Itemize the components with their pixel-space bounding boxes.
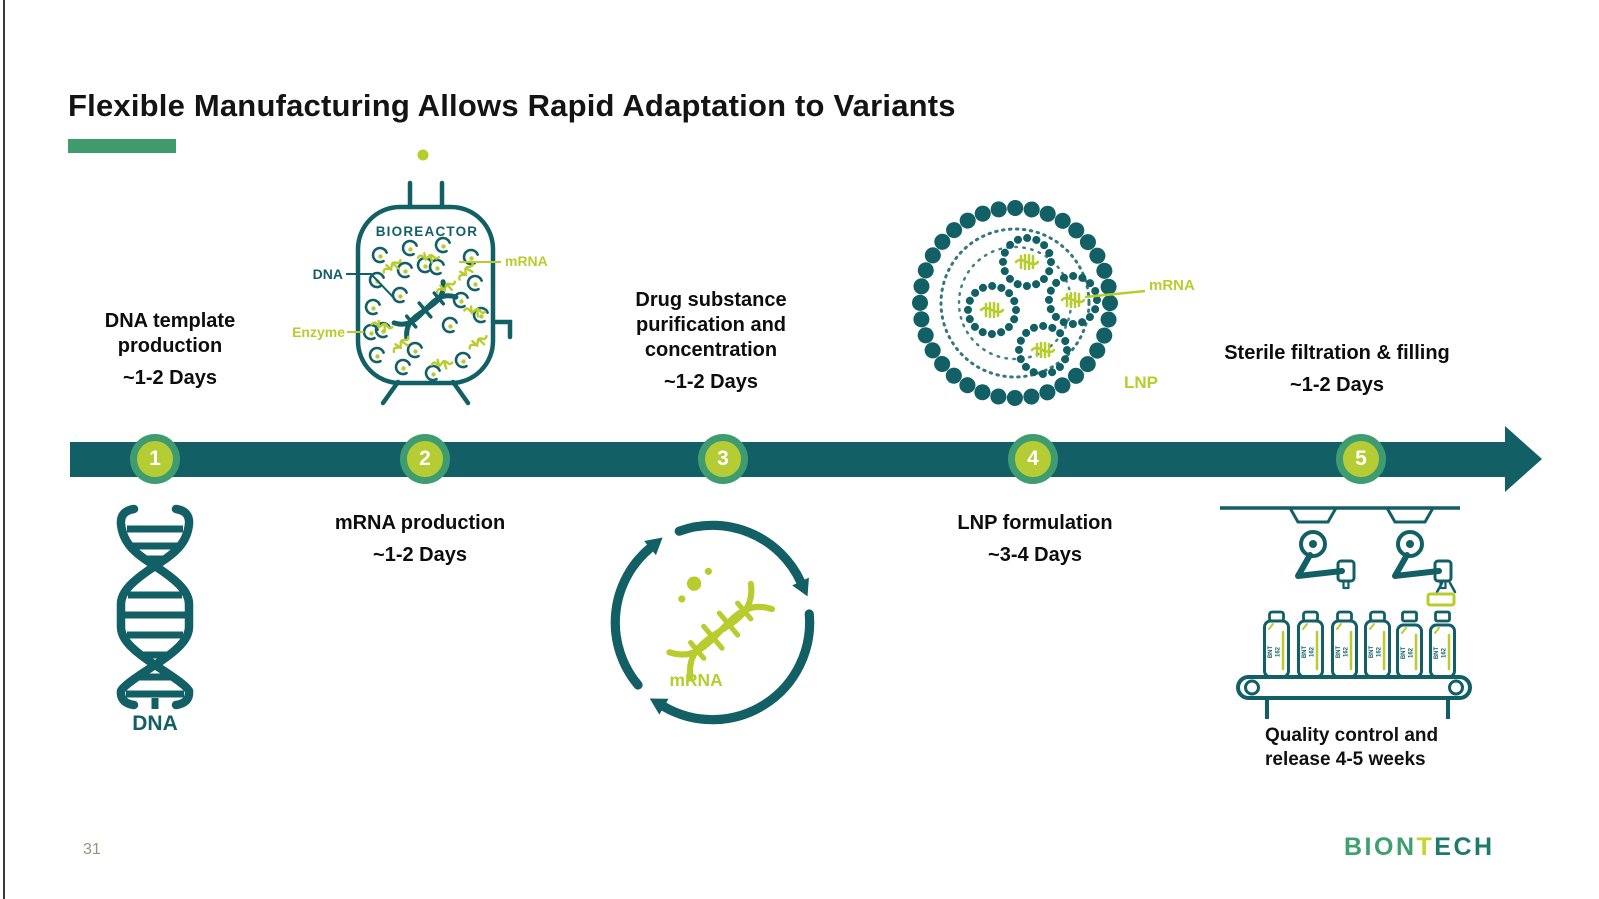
lime-cap (1426, 592, 1456, 607)
cycle-mrna-strand (666, 580, 776, 681)
bioreactor-icon: BIOREACTOR DNA Enzyme m (292, 149, 548, 406)
dna-icon-label: DNA (132, 712, 178, 735)
logo-part-teal: ECH (1434, 833, 1495, 861)
caption-duration: ~1-2 Days (123, 367, 217, 389)
step-3-caption: Drug substance purification and concentr… (581, 288, 841, 395)
timeline-bar (70, 442, 1506, 477)
gripper-claw (1435, 581, 1457, 594)
step-marker-5: 5 (1336, 434, 1386, 484)
step-5-caption: Sterile filtration & filling ~1-2 Days (1177, 341, 1497, 398)
caption-line: mRNA production (334, 512, 506, 534)
bioreactor-enzyme-label: Enzyme (292, 324, 345, 340)
step-number: 1 (149, 447, 161, 470)
step-number: 4 (1027, 447, 1039, 470)
robot-arm-2 (1387, 508, 1451, 588)
caption-duration: ~1-2 Days (373, 544, 467, 566)
dna-helix-icon (116, 504, 194, 710)
step-2-caption: mRNA production ~1-2 Days (290, 511, 550, 568)
step-marker-1: 1 (130, 434, 180, 484)
conveyor-belt (1236, 675, 1472, 719)
caption-line: production (117, 335, 223, 357)
mrna-cycle-icon: mRNA (610, 520, 815, 725)
lnp-inner-vesicles (968, 238, 1097, 374)
caption-line: release 4-5 weeks (1265, 749, 1426, 770)
step-number: 3 (717, 447, 729, 470)
robot-arm-1 (1290, 508, 1354, 588)
biontech-logo: BIONTECH (1344, 833, 1495, 862)
caption-line: purification and (636, 314, 786, 336)
vial-row (1263, 610, 1456, 679)
step-1-caption: DNA template production ~1-2 Days (55, 309, 285, 391)
bioreactor-dna-label: DNA (313, 266, 343, 282)
logo-part-green: BION (1344, 833, 1417, 861)
cycle-arrowheads (644, 537, 809, 715)
left-edge-rule (3, 0, 5, 899)
step-4-caption: LNP formulation ~3-4 Days (905, 511, 1165, 568)
cycle-mrna-label: mRNA (670, 670, 724, 690)
page-number: 31 (83, 841, 101, 858)
caption-line: LNP formulation (957, 512, 1113, 534)
caption-line: Quality control and (1265, 725, 1439, 746)
caption-line: DNA template (104, 310, 236, 332)
filling-line-icon: BNT 162 BNT 162 (1220, 495, 1472, 719)
lnp-label: LNP (1124, 373, 1158, 392)
title-accent-bar (68, 139, 176, 153)
caption-line: Drug substance (635, 289, 787, 311)
caption-line: concentration (644, 339, 778, 361)
caption-duration: ~1-2 Days (1290, 374, 1384, 396)
vent-dot (417, 149, 429, 161)
step-number: 2 (419, 447, 431, 470)
bioreactor-mrna-label: mRNA (505, 253, 548, 269)
caption-line: Sterile filtration & filling (1224, 342, 1450, 364)
step-number: 5 (1355, 447, 1367, 470)
caption-duration: ~3-4 Days (988, 544, 1082, 566)
lnp-icon: mRNA LNP (912, 200, 1195, 406)
step-marker-4: 4 (1008, 434, 1058, 484)
bioreactor-title: BIOREACTOR (376, 224, 479, 239)
page-title: Flexible Manufacturing Allows Rapid Adap… (68, 88, 956, 123)
caption-duration: ~1-2 Days (664, 371, 758, 393)
step-marker-3: 3 (698, 434, 748, 484)
lnp-mrna-label: mRNA (1149, 277, 1195, 294)
quality-control-note: Quality control and release 4-5 weeks (1265, 724, 1505, 772)
lnp-outer-membrane (912, 200, 1118, 406)
timeline-arrowhead (1505, 426, 1542, 492)
step-marker-2: 2 (400, 434, 450, 484)
logo-part-lime: T (1416, 833, 1435, 861)
